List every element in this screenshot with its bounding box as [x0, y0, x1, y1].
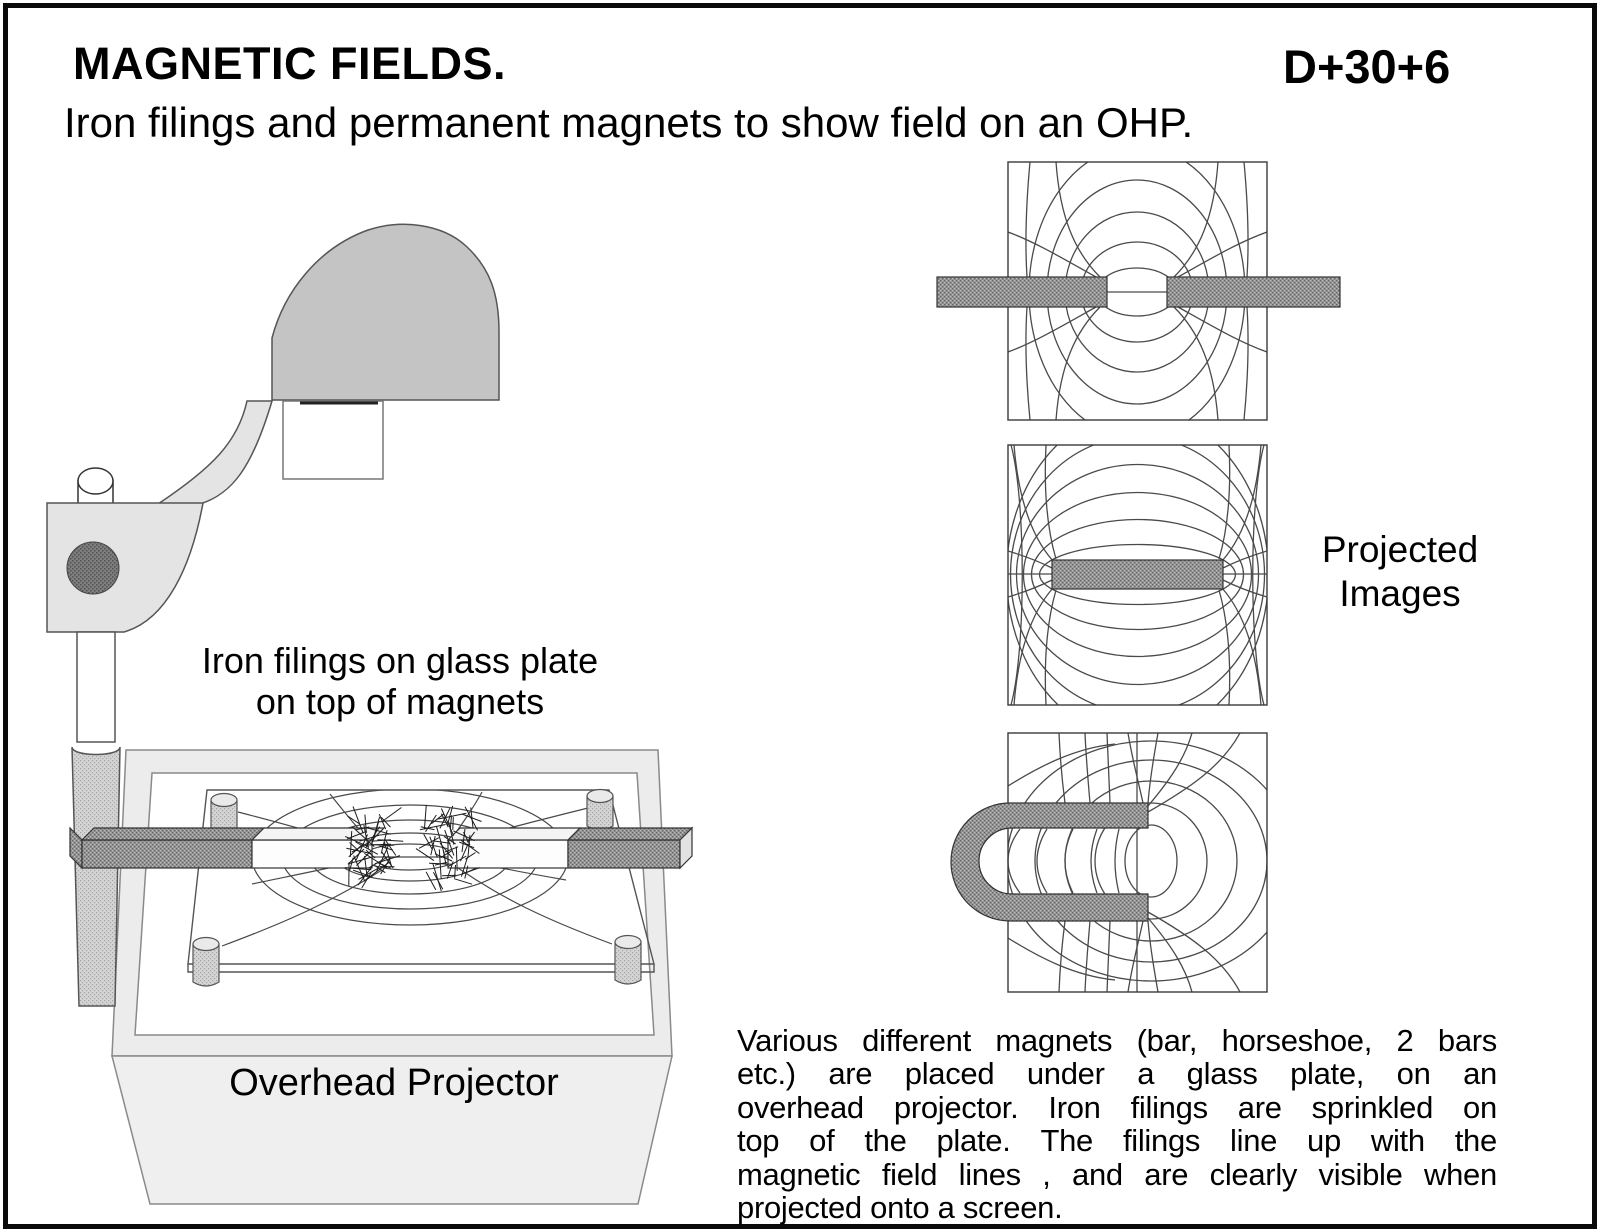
page-subtitle: Iron filings and permanent magnets to sh… [64, 99, 1194, 146]
plate-foot [192, 936, 220, 987]
projector-bracket [46, 502, 204, 633]
bar-magnet [1051, 559, 1224, 590]
plate-caption-line1: Iron filings on glass plate [201, 640, 599, 681]
page-title: MAGNETIC FIELDS. [73, 38, 506, 89]
description-line: projected onto a screen. [737, 1189, 1063, 1225]
projector-illustration [46, 223, 694, 1205]
left-bar-magnet [936, 276, 1108, 308]
box-front-face [111, 1055, 673, 1205]
mirror-housing [282, 400, 384, 480]
projected-images-line2: Images [1339, 572, 1461, 614]
projected-images-line1: Projected [1321, 529, 1479, 570]
projected-field-diagrams [936, 161, 1341, 993]
plate-caption-line2: on top of magnets [255, 681, 545, 723]
field-diagram-two-bars-icon [936, 161, 1341, 421]
column-collar [71, 746, 121, 1007]
plate-foot [586, 788, 614, 831]
plate-foot [210, 792, 238, 835]
projector-arm [155, 400, 274, 505]
field-diagram-horseshoe-icon [950, 732, 1268, 993]
iron-filings-cluster [344, 806, 404, 889]
field-diagram-bar-magnet-icon [1007, 444, 1268, 706]
right-bar-magnet [1166, 276, 1341, 308]
column-lower-post [76, 631, 116, 743]
iron-filings-cluster [415, 804, 482, 892]
focus-knob [66, 541, 120, 595]
plate-caption: Iron filings on glass plate on top of ma… [190, 640, 610, 722]
projector-head [271, 223, 500, 480]
column-top-post [77, 467, 114, 506]
horseshoe-magnet [950, 802, 1149, 922]
projected-images-caption: Projected Images [1290, 528, 1510, 615]
projector-body-caption: Overhead Projector [229, 1062, 559, 1104]
glass-plate [187, 789, 655, 973]
plate-foot [614, 934, 642, 985]
catalog-code: D+30+6 [1283, 40, 1451, 93]
